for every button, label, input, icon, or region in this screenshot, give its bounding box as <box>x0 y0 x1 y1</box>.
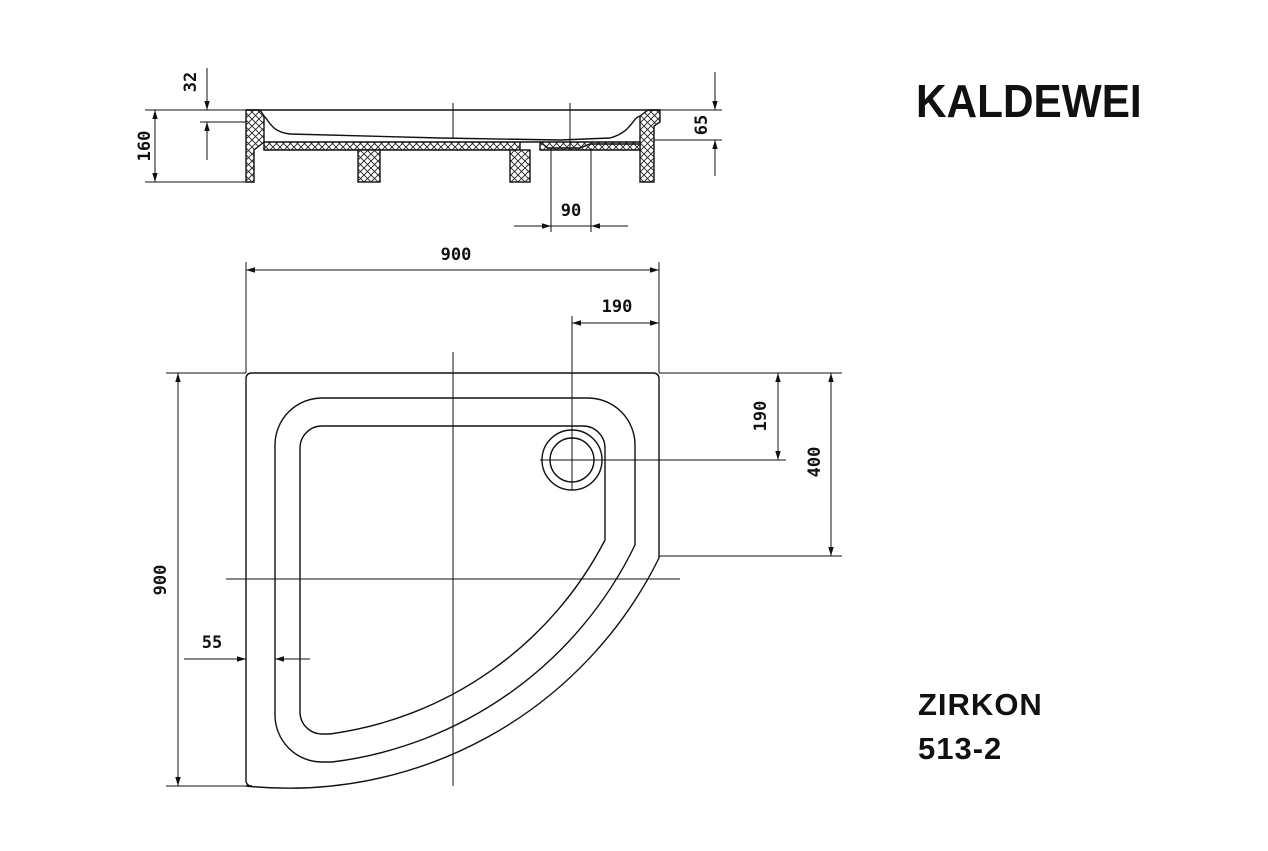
dim-total-height: 160 <box>135 131 155 162</box>
section-dimensions <box>145 68 722 232</box>
dim-rim-width: 55 <box>202 633 222 653</box>
floor-inner <box>299 425 606 735</box>
brand-logo: KALDEWEI <box>916 75 1142 127</box>
dim-side-height: 65 <box>692 115 712 135</box>
tray-outline <box>245 372 660 789</box>
section-view <box>245 103 661 183</box>
dim-rim-height: 32 <box>181 72 201 92</box>
dim-width: 900 <box>441 245 472 265</box>
plan-dimensions <box>166 262 842 787</box>
product-code: 513-2 <box>918 731 1003 766</box>
section-dimension-labels: 160 32 65 90 <box>135 72 712 221</box>
dim-drain-offset-x: 190 <box>602 297 633 317</box>
dim-drain-offset-y: 190 <box>751 401 771 432</box>
plan-centerlines <box>226 316 786 786</box>
rim-outer <box>274 397 636 763</box>
product-name: ZIRKON <box>918 687 1043 722</box>
plan-dimension-labels: 900 190 900 190 400 55 <box>151 245 825 653</box>
dim-drain-width: 90 <box>561 201 581 221</box>
dim-straight-side: 400 <box>805 447 825 478</box>
dim-depth: 900 <box>151 565 171 596</box>
